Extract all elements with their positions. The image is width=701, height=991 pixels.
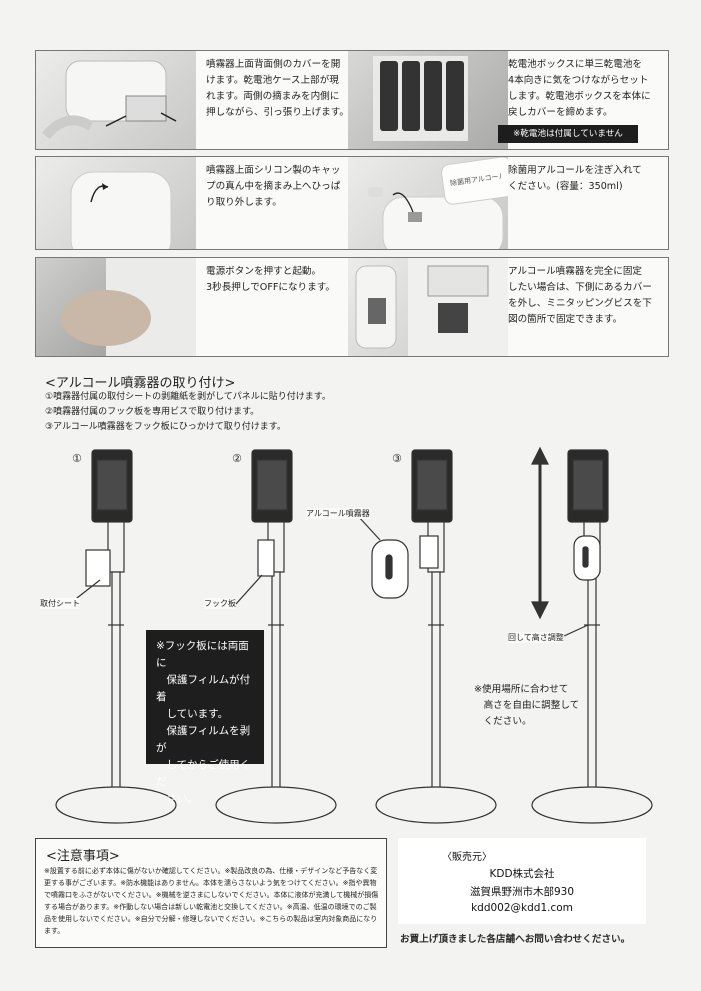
alcohol-fill-illustration bbox=[368, 157, 508, 249]
step-6-text: アルコール噴霧器を完全に固定 したい場合は、下側にあるカバー を外し、ミニタッピ… bbox=[508, 266, 652, 325]
step-row-2: 噴霧器上面シリコン製のキャッ プの真ん中を摘まみ上へひっぱ り取り外します。 除… bbox=[35, 156, 669, 250]
step-number-3: ③ bbox=[392, 452, 402, 465]
power-button-photo bbox=[36, 258, 196, 356]
step-1-text: 噴霧器上面背面側のカバーを開 けます。乾電池ケース上部が現 れます。両側の摘まみ… bbox=[206, 59, 349, 118]
protective-film-warning: ※フック板には両面に 保護フィルムが付着 しています。 保護フィルムを剥が して… bbox=[146, 630, 264, 805]
seller-label: 〈販売元〉 bbox=[442, 852, 492, 863]
mount-section-title: <アルコール噴霧器の取り付け> bbox=[45, 376, 236, 391]
step-row-1: 噴霧器上面背面側のカバーを開 けます。乾電池ケース上部が現 れます。両側の摘まみ… bbox=[35, 50, 669, 150]
step-number-2: ② bbox=[232, 452, 242, 465]
caution-title: <注意事項> bbox=[46, 849, 120, 864]
seller-email[interactable]: kdd002@kdd1.com bbox=[471, 902, 573, 914]
cap-removal-photo bbox=[36, 157, 196, 249]
step-5-text: 電源ボタンを押すと起動。 3秒長押しでOFFになります。 bbox=[206, 266, 335, 293]
stand-illustrations bbox=[55, 446, 653, 824]
step-number-1: ① bbox=[72, 452, 82, 465]
battery-box-illustration bbox=[373, 56, 468, 141]
mount-instruction-3: ③アルコール噴霧器をフック板にひっかけて取り付けます。 bbox=[45, 422, 286, 432]
label-alcohol-sprayer: アルコール噴霧器 bbox=[306, 508, 370, 519]
step-row-3: 電源ボタンを押すと起動。 3秒長押しでOFFになります。 アルコール噴霧器を完全… bbox=[35, 257, 669, 357]
fixing-screw-photo bbox=[348, 258, 508, 356]
seller-address: 滋賀県野洲市木部930 bbox=[469, 886, 575, 898]
height-adjust-note: ※使用場所に合わせて 高さを自由に調整して ください。 bbox=[474, 684, 580, 727]
mount-instruction-1: ①噴霧器付属の取付シートの剥離紙を剥がしてパネルに貼り付けます。 bbox=[45, 392, 331, 402]
seller-box: 〈販売元〉 KDD株式会社 滋賀県野洲市木部930 kdd002@kdd1.co… bbox=[398, 838, 646, 924]
label-mounting-sheet: 取付シート bbox=[40, 598, 80, 609]
battery-not-included-note: ※乾電池は付属していません bbox=[498, 125, 638, 143]
base-cover-illustration bbox=[355, 258, 508, 356]
label-hook-plate: フック板 bbox=[204, 598, 236, 609]
cap-removal-illustration bbox=[70, 171, 172, 249]
store-inquiry-footer: お買上げ頂きました各店舗へお問い合わせください。 bbox=[400, 934, 631, 945]
caution-body: ※設置する前に必ず本体に傷がないか確認してください。※製品改良の為、仕様・デザイ… bbox=[44, 867, 379, 935]
seller-company: KDD株式会社 bbox=[489, 868, 555, 880]
step-4-text: 除菌用アルコールを注ぎ入れて ください。(容量：350ml) bbox=[508, 165, 642, 192]
alcohol-fill-photo: 除菌用アルコール bbox=[348, 157, 508, 249]
mount-instruction-2: ②噴霧器付属のフック板を専用ビスで取り付けます。 bbox=[45, 407, 260, 417]
battery-cover-photo bbox=[36, 51, 196, 149]
battery-box-photo bbox=[348, 51, 508, 149]
step-2-text: 乾電池ボックスに単三乾電池を 4本向きに気をつけながらセット します。乾電池ボッ… bbox=[508, 59, 651, 118]
label-height-adjust: 回して高さ調整 bbox=[508, 632, 564, 643]
caution-box: <注意事項> ※設置する前に必ず本体に傷がないか確認してください。※製品改良の為… bbox=[35, 838, 387, 948]
sprayer-open-illustration bbox=[42, 60, 177, 140]
finger-press-illustration bbox=[61, 258, 196, 356]
step-3-text: 噴霧器上面シリコン製のキャッ プの真ん中を摘まみ上へひっぱ り取り外します。 bbox=[206, 165, 341, 208]
